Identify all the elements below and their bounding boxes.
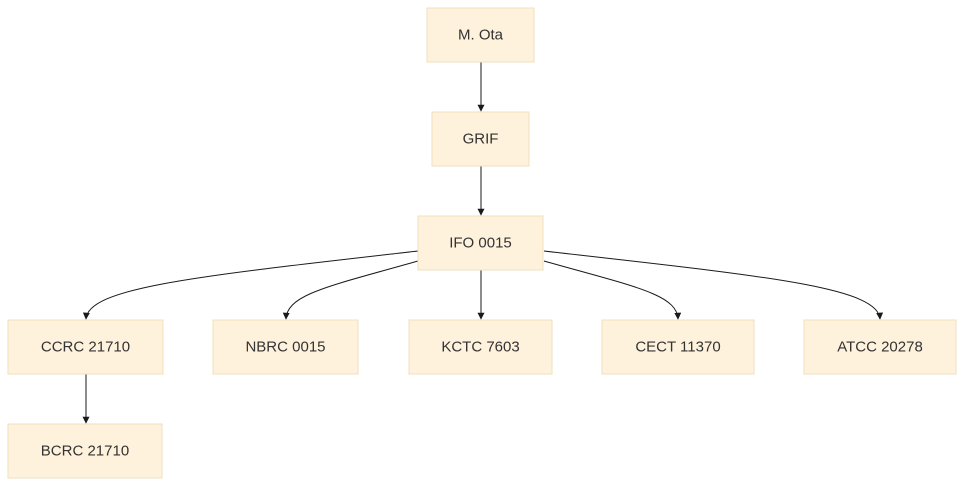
edges [82, 62, 884, 424]
node-cect-11370: CECT 11370 [601, 319, 755, 375]
edge-ifo-0015-to-ccrc-21710 [82, 250, 419, 320]
node-label: ATCC 20278 [837, 339, 923, 356]
node-label: KCTC 7603 [441, 339, 519, 356]
node-label: IFO 0015 [449, 235, 512, 252]
node-ifo-0015: IFO 0015 [417, 215, 544, 271]
node-box [408, 319, 553, 375]
node-box [212, 319, 359, 375]
node-grif: GRIF [431, 111, 530, 167]
node-ccrc-21710: CCRC 21710 [7, 319, 164, 375]
node-bcrc-21710: BCRC 21710 [7, 423, 163, 479]
node-box [601, 319, 755, 375]
node-kctc-7603: KCTC 7603 [408, 319, 553, 375]
node-m-ota: M. Ota [426, 7, 535, 63]
node-label: BCRC 21710 [41, 443, 129, 460]
node-box [7, 423, 163, 479]
node-label: M. Ota [458, 27, 504, 44]
node-box [417, 215, 544, 271]
node-atcc-20278: ATCC 20278 [803, 319, 957, 375]
node-label: CCRC 21710 [41, 339, 130, 356]
node-label: GRIF [463, 131, 499, 148]
edge-ifo-0015-to-nbrc-0015 [282, 260, 419, 320]
node-box [426, 7, 535, 63]
node-label: NBRC 0015 [245, 339, 325, 356]
node-box [803, 319, 957, 375]
node-nbrc-0015: NBRC 0015 [212, 319, 359, 375]
node-label: CECT 11370 [635, 339, 720, 356]
edge-ifo-0015-to-cect-11370 [543, 260, 682, 320]
edge-ifo-0015-to-atcc-20278 [543, 250, 884, 320]
node-box [431, 111, 530, 167]
node-box [7, 319, 164, 375]
